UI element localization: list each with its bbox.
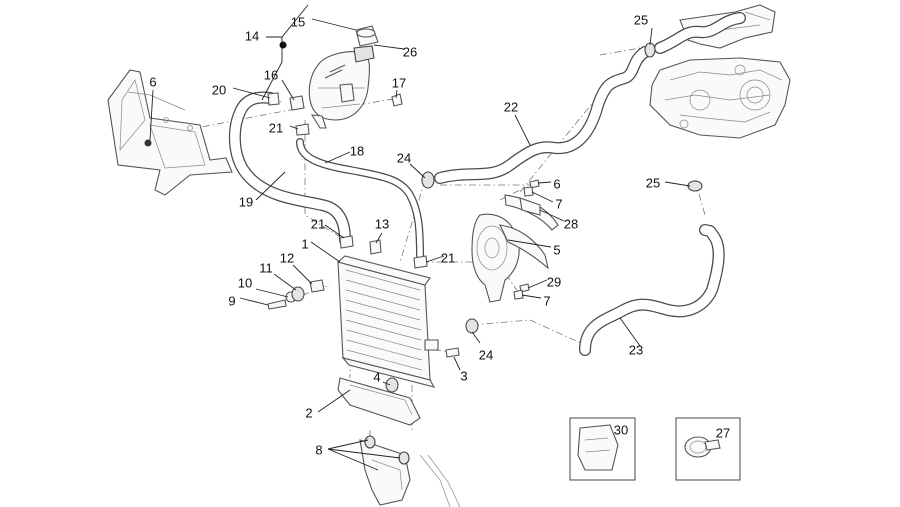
callout-label-c7b: 7 bbox=[543, 293, 550, 308]
callout-label-c5: 5 bbox=[553, 242, 560, 257]
rubber-8-right bbox=[398, 451, 410, 465]
callout-label-c21c: 21 bbox=[441, 250, 455, 265]
callout-label-c29: 29 bbox=[547, 274, 561, 289]
callout-label-c4: 4 bbox=[373, 369, 380, 384]
clip-7-upper bbox=[523, 186, 534, 197]
callout-label-c8: 8 bbox=[315, 442, 322, 457]
callout-label-c10: 10 bbox=[238, 275, 252, 290]
clamp-24-top bbox=[421, 171, 435, 189]
callout-label-c3: 3 bbox=[460, 368, 467, 383]
callout-label-c24a: 24 bbox=[397, 150, 411, 165]
callout-label-c23: 23 bbox=[629, 342, 643, 357]
radiator bbox=[336, 255, 439, 388]
clip-7-lower bbox=[513, 289, 524, 300]
callout-label-c27: 27 bbox=[716, 425, 730, 440]
clamp-24-lower bbox=[465, 318, 479, 334]
hose-19 bbox=[228, 91, 351, 246]
callout-label-c15: 15 bbox=[291, 14, 305, 29]
bracket-2 bbox=[337, 377, 421, 426]
callout-label-c1: 1 bbox=[301, 236, 308, 251]
clamp-21-radiator-right bbox=[413, 255, 428, 269]
hose-23 bbox=[579, 224, 725, 356]
frame-part bbox=[107, 69, 233, 196]
lower-frame bbox=[359, 439, 461, 507]
clamp-16 bbox=[289, 95, 305, 111]
callout-label-c14: 14 bbox=[245, 28, 259, 43]
rubber-8-left bbox=[364, 435, 376, 449]
callout-label-c22: 22 bbox=[504, 99, 518, 114]
callout-label-c17: 17 bbox=[392, 75, 406, 90]
hose-18 bbox=[296, 138, 424, 259]
callout-label-c13: 13 bbox=[375, 216, 389, 231]
fan-assembly bbox=[471, 213, 549, 303]
callout-label-c18: 18 bbox=[350, 143, 364, 158]
expansion-tank bbox=[308, 25, 379, 129]
hose-22 bbox=[434, 46, 651, 184]
callout-label-c26: 26 bbox=[403, 44, 417, 59]
inset-30 bbox=[569, 417, 636, 481]
clamp-25-mid bbox=[687, 180, 703, 192]
callout-label-c11: 11 bbox=[259, 260, 273, 275]
clamp-20 bbox=[267, 92, 280, 106]
clamp-21-top bbox=[295, 123, 310, 136]
callout-label-c7a: 7 bbox=[555, 196, 562, 211]
rubber-4 bbox=[385, 377, 399, 393]
callout-label-c24b: 24 bbox=[479, 347, 493, 362]
callout-label-c21b: 21 bbox=[311, 216, 325, 231]
callout-label-c6b: 6 bbox=[553, 176, 560, 191]
clamp-25-top bbox=[644, 42, 656, 58]
clip-13 bbox=[369, 239, 382, 255]
callout-label-c25a: 25 bbox=[634, 12, 648, 27]
bolt-17 bbox=[391, 93, 403, 107]
clamp-21-radiator-left bbox=[339, 235, 354, 249]
engine-hose bbox=[654, 12, 746, 54]
callout-label-c25b: 25 bbox=[646, 175, 660, 190]
callout-label-c6a: 6 bbox=[149, 74, 156, 89]
leader-lines bbox=[149, 4, 691, 471]
shroud-28 bbox=[504, 194, 559, 231]
bolt-9 bbox=[267, 299, 287, 310]
callout-label-c30: 30 bbox=[614, 422, 628, 437]
callout-label-c28: 28 bbox=[564, 216, 578, 231]
inset-27 bbox=[675, 417, 741, 481]
screw-6-right bbox=[529, 179, 540, 189]
spacer-12 bbox=[309, 279, 325, 293]
callout-label-c19: 19 bbox=[239, 194, 253, 209]
callout-label-c9: 9 bbox=[228, 293, 235, 308]
callout-label-c21a: 21 bbox=[269, 120, 283, 135]
callout-label-c2: 2 bbox=[305, 405, 312, 420]
callout-label-c16: 16 bbox=[264, 67, 278, 82]
callout-label-c12: 12 bbox=[280, 250, 294, 265]
screw-3 bbox=[445, 347, 460, 358]
callout-label-c20: 20 bbox=[212, 82, 226, 97]
grommet-11 bbox=[291, 286, 305, 302]
bullet-dot bbox=[279, 41, 287, 49]
